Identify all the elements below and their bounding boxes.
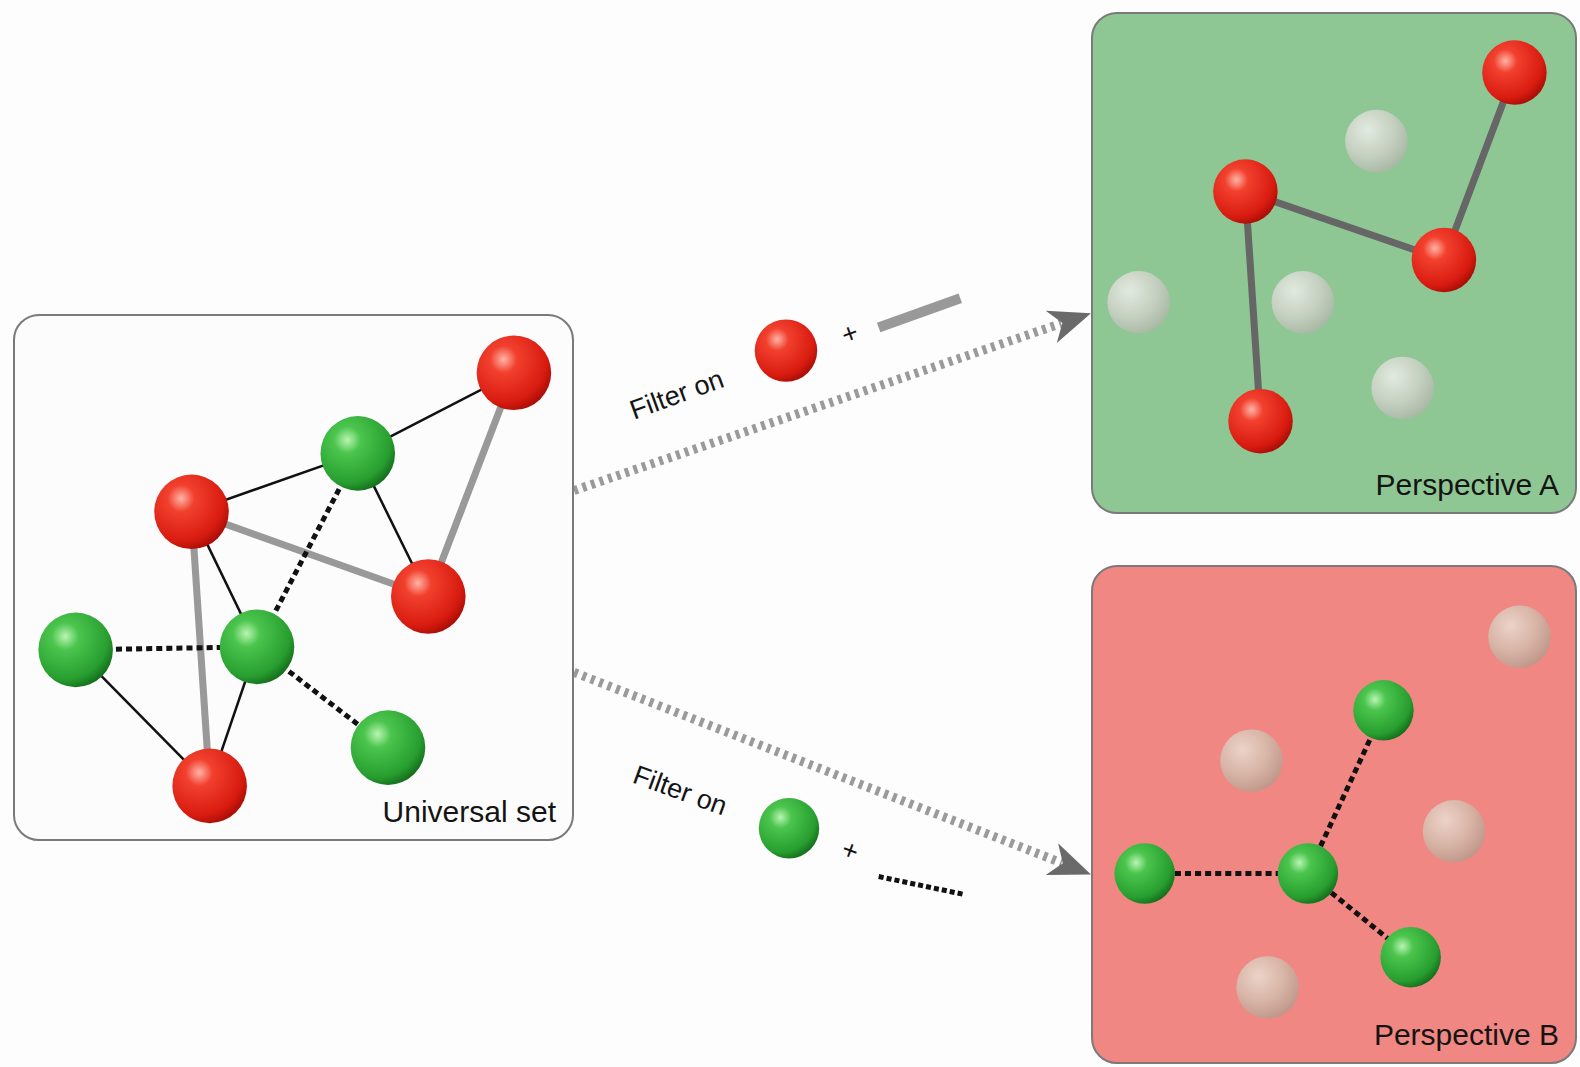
edge-label: Filter on <box>629 760 731 822</box>
panel-title: Universal set <box>383 795 572 839</box>
universal-set-panel: Universal set <box>13 314 574 841</box>
plus-sign: + <box>837 317 862 352</box>
dotted-arrow-line <box>574 323 1061 490</box>
perspective-a-network <box>1107 40 1546 453</box>
perspective-panel: Perspective B <box>1091 565 1577 1064</box>
arrowhead <box>1046 311 1091 343</box>
filter-arrow <box>574 672 1091 875</box>
arrowhead <box>1046 843 1091 875</box>
filter-arrow <box>574 311 1091 491</box>
universal-balls <box>38 336 551 824</box>
plus-sign: + <box>837 834 862 869</box>
edge-label: Filter on <box>626 364 728 426</box>
filter-symbols <box>755 298 966 894</box>
universal-links <box>76 373 514 786</box>
panel-title: Perspective A <box>1376 468 1575 512</box>
dotted-arrow-line <box>574 672 1062 863</box>
perspective-b-network <box>1114 606 1550 1019</box>
panel-title: Perspective B <box>1374 1018 1575 1062</box>
perspective-panel: Perspective A <box>1091 12 1577 514</box>
